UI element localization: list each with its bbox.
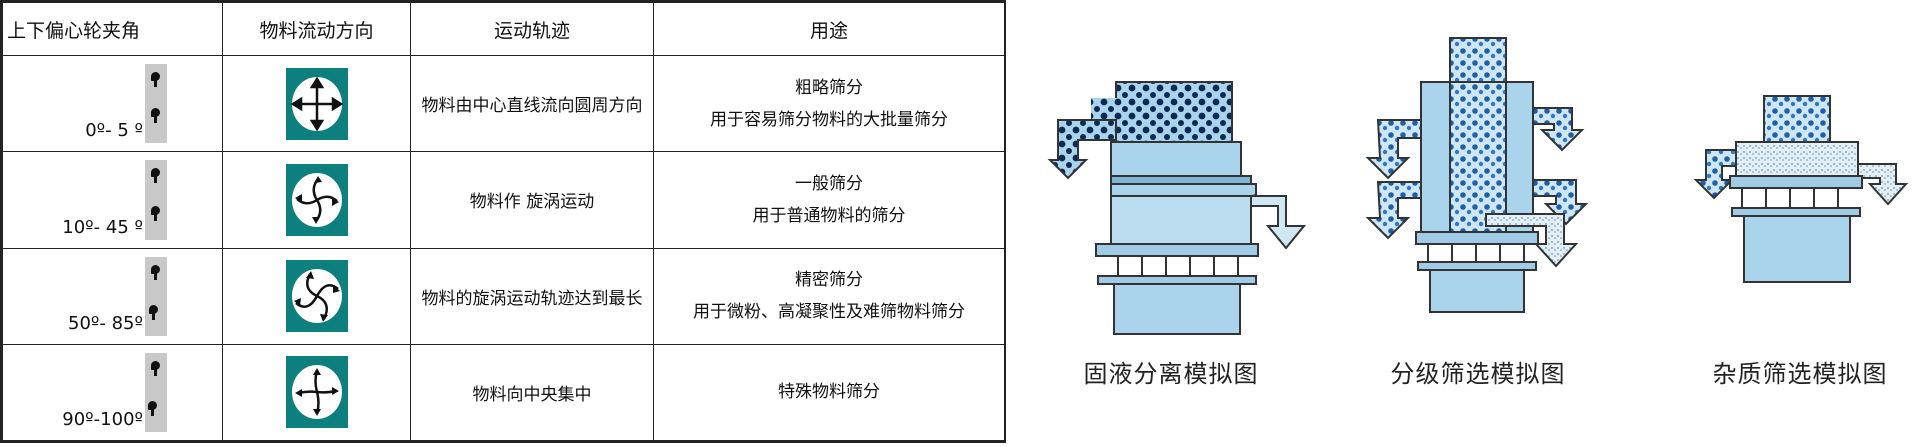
angle-value: 50º- 85º bbox=[68, 312, 143, 334]
use-primary: 特殊物料筛分 bbox=[778, 382, 880, 403]
eccentric-weight-icon bbox=[145, 160, 167, 240]
impurity-screening-diagram bbox=[1693, 95, 1909, 283]
swirl-flow-icon bbox=[285, 163, 348, 236]
table-row: 90º-100º bbox=[2, 343, 1005, 442]
uses-cell: 一般筛分 用于普通物料的筛分 bbox=[653, 151, 1005, 249]
flow-direction-cell bbox=[222, 247, 411, 345]
table-row: 50º- 85º bbox=[2, 247, 1005, 345]
angle-cell: 0º- 5 º bbox=[2, 54, 223, 153]
use-primary: 一般筛分 bbox=[795, 173, 863, 194]
eccentric-weight-icon bbox=[145, 64, 167, 144]
simulation-diagrams: 固液分离模拟图 分级筛选模拟图 bbox=[1016, 0, 1920, 443]
caption-grading: 分级筛选模拟图 bbox=[1391, 360, 1566, 388]
use-primary: 精密筛分 bbox=[795, 270, 863, 291]
angle-value: 0º- 5 º bbox=[85, 120, 143, 142]
flow-direction-cell bbox=[222, 151, 411, 249]
use-detail: 用于容易筛分物料的大批量筛分 bbox=[710, 109, 948, 130]
header-trajectory: 运动轨迹 bbox=[410, 2, 654, 56]
angle-value: 10º- 45 º bbox=[62, 216, 143, 238]
flow-direction-cell bbox=[222, 54, 411, 153]
long-swirl-flow-icon bbox=[285, 260, 348, 333]
uses-cell: 精密筛分 用于微粉、高凝聚性及难筛物料筛分 bbox=[653, 247, 1005, 345]
table-header-row: 上下偏心轮夹角 物料流动方向 运动轨迹 用途 bbox=[2, 2, 1005, 56]
spec-table-container: 上下偏心轮夹角 物料流动方向 运动轨迹 用途 0º- 5 º bbox=[0, 0, 1006, 443]
header-flow-direction: 物料流动方向 bbox=[222, 2, 411, 56]
trajectory-cell: 物料由中心直线流向圆周方向 bbox=[410, 54, 654, 153]
table-row: 0º- 5 º bbox=[2, 54, 1005, 153]
trajectory-cell: 物料向中央集中 bbox=[410, 343, 654, 442]
trajectory-cell: 物料作 旋涡运动 bbox=[410, 151, 654, 249]
spec-table: 上下偏心轮夹角 物料流动方向 运动轨迹 用途 0º- 5 º bbox=[2, 2, 1005, 442]
grading-screening-diagram bbox=[1365, 37, 1589, 313]
eccentric-weight-icon bbox=[145, 352, 167, 432]
use-detail: 用于微粉、高凝聚性及难筛物料筛分 bbox=[693, 302, 965, 323]
use-detail: 用于普通物料的筛分 bbox=[752, 205, 906, 226]
use-primary: 粗略筛分 bbox=[795, 77, 863, 98]
solid-liquid-separation-diagram bbox=[1047, 81, 1307, 335]
flow-direction-cell bbox=[222, 343, 411, 442]
angle-cell: 10º- 45 º bbox=[2, 151, 223, 249]
caption-solid-liquid: 固液分离模拟图 bbox=[1084, 360, 1259, 388]
angle-value: 90º-100º bbox=[62, 409, 143, 430]
caption-impurity: 杂质筛选模拟图 bbox=[1713, 360, 1888, 388]
angle-cell: 90º-100º bbox=[2, 343, 223, 442]
central-flow-icon bbox=[285, 356, 348, 429]
eccentric-weight-icon bbox=[145, 256, 167, 336]
uses-cell: 粗略筛分 用于容易筛分物料的大批量筛分 bbox=[653, 54, 1005, 153]
header-uses: 用途 bbox=[653, 2, 1005, 56]
trajectory-cell: 物料的旋涡运动轨迹达到最长 bbox=[410, 247, 654, 345]
uses-cell: 特殊物料筛分 bbox=[653, 343, 1005, 442]
header-angle: 上下偏心轮夹角 bbox=[2, 2, 223, 56]
straight-flow-arrows-icon bbox=[285, 67, 348, 140]
angle-cell: 50º- 85º bbox=[2, 247, 223, 345]
diagrams-svg: 固液分离模拟图 分级筛选模拟图 bbox=[1047, 37, 1909, 388]
table-row: 10º- 45 º bbox=[2, 151, 1005, 249]
